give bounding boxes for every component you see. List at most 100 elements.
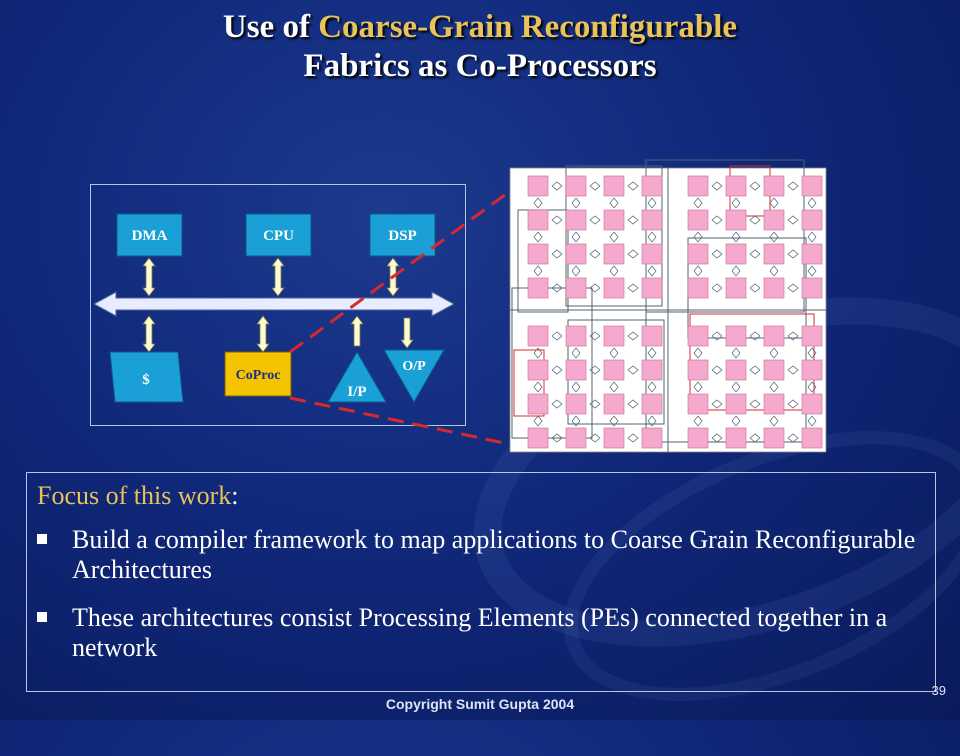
switch-node — [627, 283, 639, 293]
switch-node — [711, 181, 723, 191]
switch-node — [787, 365, 799, 375]
switch-node — [787, 331, 799, 341]
switch-node — [533, 347, 543, 359]
title-line2: Fabrics as Co-Processors — [303, 48, 657, 84]
switch-node — [609, 197, 619, 209]
pe-cell — [725, 325, 747, 347]
switch-node — [627, 365, 639, 375]
switch-node — [693, 347, 703, 359]
switch-node — [731, 265, 741, 277]
switch-node — [647, 347, 657, 359]
output-label: O/P — [402, 359, 426, 374]
cpu-label: CPU — [263, 228, 294, 244]
switch-node — [609, 265, 619, 277]
switch-node — [731, 347, 741, 359]
switch-node — [551, 181, 563, 191]
pe-cell — [603, 209, 625, 231]
switch-node — [693, 415, 703, 427]
pe-cell — [565, 209, 587, 231]
switch-node — [749, 181, 761, 191]
pe-cell — [801, 277, 823, 299]
pe-cell — [641, 359, 663, 381]
pe-cell — [687, 209, 709, 231]
pe-cell — [565, 325, 587, 347]
pe-cell — [801, 325, 823, 347]
switch-node — [589, 181, 601, 191]
dma-block: DMA — [116, 213, 183, 257]
switch-node — [571, 197, 581, 209]
pe-cell — [565, 393, 587, 415]
switch-node — [807, 231, 817, 243]
pe-cell — [603, 393, 625, 415]
switch-node — [693, 197, 703, 209]
pe-cell — [763, 277, 785, 299]
pe-cell — [725, 359, 747, 381]
switch-node — [693, 231, 703, 243]
switch-node — [551, 399, 563, 409]
switch-node — [589, 331, 601, 341]
switch-node — [627, 433, 639, 443]
switch-node — [589, 283, 601, 293]
switch-node — [551, 249, 563, 259]
switch-node — [551, 331, 563, 341]
input-label: I/P — [347, 384, 366, 400]
pe-cell — [527, 277, 549, 299]
output-block: O/P — [383, 349, 445, 404]
pe-cell — [763, 359, 785, 381]
switch-node — [693, 265, 703, 277]
cpu-block: CPU — [245, 213, 312, 257]
switch-node — [571, 381, 581, 393]
switch-node — [609, 381, 619, 393]
switch-node — [647, 265, 657, 277]
switch-node — [769, 265, 779, 277]
pe-cell — [687, 427, 709, 449]
dma-label: DMA — [132, 228, 168, 244]
switch-node — [533, 415, 543, 427]
pe-cell — [801, 393, 823, 415]
focus-panel: Focus of this work: Build a compiler fra… — [26, 472, 936, 692]
switch-node — [749, 215, 761, 225]
focus-heading-text: Focus of this work — [37, 481, 232, 510]
pe-cell — [801, 359, 823, 381]
pe-cell — [763, 393, 785, 415]
pe-cell — [687, 277, 709, 299]
pe-cell — [801, 209, 823, 231]
switch-node — [609, 347, 619, 359]
pe-cell — [603, 359, 625, 381]
pe-cell — [527, 209, 549, 231]
switch-node — [807, 415, 817, 427]
switch-node — [711, 283, 723, 293]
switch-node — [627, 331, 639, 341]
focus-heading: Focus of this work: — [37, 481, 239, 511]
switch-node — [533, 265, 543, 277]
pe-cell — [725, 277, 747, 299]
bullet-text: These architectures consist Processing E… — [72, 603, 888, 662]
pe-cell — [725, 243, 747, 265]
pe-cell — [527, 359, 549, 381]
switch-node — [647, 381, 657, 393]
pe-cell — [641, 427, 663, 449]
switch-node — [749, 365, 761, 375]
pe-cell — [527, 393, 549, 415]
focus-heading-colon: : — [231, 481, 239, 510]
switch-node — [787, 215, 799, 225]
pe-cell — [565, 243, 587, 265]
switch-node — [807, 265, 817, 277]
pe-cell — [641, 243, 663, 265]
switch-node — [769, 415, 779, 427]
switch-node — [787, 283, 799, 293]
pe-cell — [641, 277, 663, 299]
bullet-square-icon — [37, 612, 47, 622]
pe-cell — [527, 325, 549, 347]
switch-node — [749, 249, 761, 259]
pe-cell — [801, 427, 823, 449]
switch-node — [807, 197, 817, 209]
switch-node — [533, 197, 543, 209]
switch-node — [609, 415, 619, 427]
switch-node — [551, 215, 563, 225]
pe-cell — [763, 427, 785, 449]
dsp-block: DSP — [369, 213, 436, 257]
switch-node — [647, 197, 657, 209]
pe-cell — [527, 175, 549, 197]
switch-node — [647, 415, 657, 427]
